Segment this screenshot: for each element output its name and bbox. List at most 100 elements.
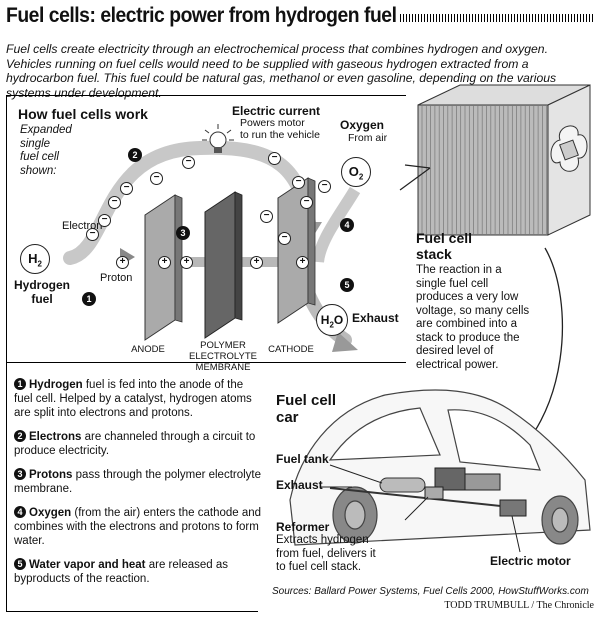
reformer-label: Reformer — [276, 520, 330, 534]
step-text: pass through the polymer electrolyte mem… — [14, 469, 262, 495]
stack-line: voltage, so many cells — [416, 304, 530, 317]
step-bold: Protons — [29, 469, 73, 481]
powers-motor-line: to run the vehicle — [240, 129, 320, 141]
electron-marker: − — [120, 182, 133, 195]
water-molecule-badge: H2O — [316, 304, 348, 336]
fuel-cell-stack-art — [417, 84, 591, 236]
hydrogen-molecule-badge: H2 — [20, 244, 50, 274]
anode-label: ANODE — [131, 344, 165, 355]
o2-subscript: 2 — [358, 172, 364, 182]
h2o-symbol: H — [320, 313, 330, 327]
stack-heading-line: stack — [416, 246, 452, 262]
how-subtitle-line: single — [20, 137, 51, 150]
h2o-subscript: 2 — [329, 320, 334, 330]
powers-motor-label: Powers motor to run the vehicle — [240, 117, 320, 141]
sources-note: Sources: Ballard Power Systems, Fuel Cel… — [272, 586, 589, 597]
electron-marker: − — [150, 172, 163, 185]
oxygen-flow — [312, 186, 361, 263]
intro-paragraph: Fuel cells create electricity through an… — [6, 42, 557, 100]
step-marker-5: 5 — [340, 278, 354, 292]
electron-marker: − — [318, 180, 331, 193]
electron-marker: − — [268, 152, 281, 165]
hydrogen-fuel-line: Hydrogen — [14, 278, 71, 292]
stack-line: The reaction in a — [416, 264, 502, 276]
h2-symbol: H — [28, 251, 38, 266]
step-text: are released as byproducts of the reacti… — [14, 559, 228, 585]
electron-marker: − — [86, 228, 99, 241]
step-marker-3: 3 — [176, 226, 190, 240]
reformer-line: Extracts hydrogen — [276, 534, 369, 546]
credit-line: TODD TRUMBULL / The Chronicle — [444, 600, 594, 611]
membrane-line: POLYMER — [200, 340, 246, 351]
step-text: (from the air) enters the cathode and co… — [14, 507, 262, 547]
exhaust-flow-arrowhead — [332, 332, 358, 352]
step-text: are channeled through a circuit to produ… — [14, 431, 256, 457]
light-bulb-icon — [202, 124, 234, 153]
stack-callout-line — [399, 167, 431, 191]
how-heading: How fuel cells work — [18, 106, 148, 122]
proton-marker: + — [296, 256, 309, 269]
reformer-line: to fuel cell stack. — [276, 561, 362, 573]
stack-line: single fuel cell — [416, 277, 489, 290]
electron-marker: − — [98, 214, 111, 227]
electron-marker: − — [278, 232, 291, 245]
proton-marker: + — [158, 256, 171, 269]
electron-marker: − — [260, 210, 273, 223]
o2-symbol: O — [348, 164, 359, 179]
how-subtitle: Expanded single fuel cell shown: — [20, 124, 72, 178]
car-heading-line: Fuel cell — [276, 392, 337, 409]
fuel-tank-label: Fuel tank — [276, 452, 329, 466]
steps-panel-frame — [6, 363, 258, 612]
membrane-line: MEMBRANE — [195, 362, 251, 373]
step-number: 5 — [14, 558, 26, 570]
exhaust-label: Exhaust — [352, 311, 399, 325]
electric-motor-label: Electric motor — [490, 554, 571, 568]
step-marker-2: 2 — [128, 148, 142, 162]
electron-marker: − — [182, 156, 195, 169]
step-text: fuel is fed into the anode of the fuel c… — [14, 379, 252, 419]
reformer-line: from fuel, delivers it — [276, 547, 376, 560]
stack-line: desired level of — [416, 345, 494, 357]
membrane-plate — [204, 191, 236, 339]
oxygen-molecule-badge: O2 — [341, 157, 371, 187]
reformer-description: Extracts hydrogen from fuel, delivers it… — [276, 534, 376, 575]
hydrogen-fuel-label: Hydrogen fuel — [14, 278, 70, 306]
step-bold: Water vapor and heat — [29, 559, 146, 571]
how-panel-frame — [6, 95, 406, 363]
proton-marker: + — [116, 256, 129, 269]
car-heading-line: car — [276, 409, 299, 426]
proton-label: Proton — [100, 272, 133, 284]
motor-callout — [511, 515, 521, 553]
how-subtitle-line: shown: — [20, 164, 57, 177]
step-bold: Hydrogen — [29, 379, 83, 391]
car-heading: Fuel cell car — [276, 392, 336, 426]
step-marker-4: 4 — [340, 218, 354, 232]
membrane-plate-edge — [234, 191, 243, 321]
powers-motor-line: Powers motor — [240, 117, 305, 129]
from-air-label: From air — [348, 132, 388, 144]
step-number: 2 — [14, 430, 26, 442]
oxygen-label: Oxygen — [340, 118, 385, 132]
stack-line: electrical power. — [416, 358, 499, 371]
step-number: 4 — [14, 506, 26, 518]
h2o-symbol-end: O — [333, 313, 344, 327]
title-rule — [400, 14, 595, 22]
stack-description: The reaction in a single fuel cell produ… — [416, 264, 529, 372]
proton-marker: + — [250, 256, 263, 269]
stack-line: produces a very low — [416, 291, 519, 303]
car-components — [329, 467, 527, 517]
step-marker-1: 1 — [82, 292, 96, 306]
stack-heading-line: Fuel cell — [416, 230, 473, 246]
car-exhaust-label: Exhaust — [276, 478, 323, 492]
h2-subscript: 2 — [37, 259, 42, 269]
cathode-label: CATHODE — [268, 344, 314, 355]
stack-heading: Fuel cell stack — [416, 230, 472, 262]
stack-line: stack to produce the — [416, 331, 520, 344]
step-number: 1 — [14, 378, 26, 390]
stack-line: are combined into a — [416, 318, 518, 330]
